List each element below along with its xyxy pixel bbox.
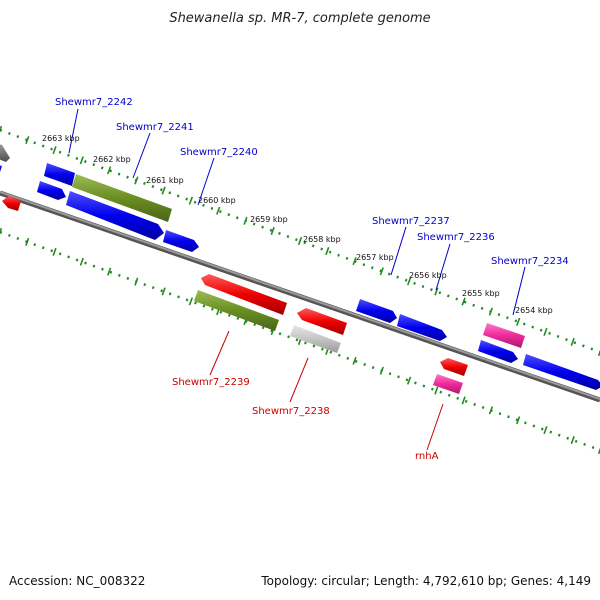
scale-tick	[434, 287, 439, 296]
gene-arrow-blue-3[interactable]	[478, 340, 518, 363]
scale-tick	[25, 136, 30, 145]
leader-2241	[132, 132, 151, 179]
scale-tick	[379, 267, 384, 276]
scale-label-2654: 2654 kbp	[515, 306, 553, 315]
gene-arrow-rnha[interactable]	[433, 374, 463, 394]
scale-ticks-upper	[0, 125, 600, 357]
gene-label-shewmr7-2240[interactable]: Shewmr7_2240	[180, 147, 258, 158]
scale-tick	[406, 376, 412, 385]
scale-tick	[461, 396, 466, 405]
gene-arrow-red-edge[interactable]	[2, 196, 21, 211]
scale-tick	[0, 125, 3, 133]
leader-rnha	[426, 403, 444, 451]
gene-arrow-edge-blue[interactable]	[0, 164, 2, 172]
scale-label-2660: 2660 kbp	[198, 196, 236, 205]
gene-arrow-shewmr7-2242[interactable]	[44, 163, 75, 186]
gene-arrow-shewmr7-2234[interactable]	[523, 354, 600, 390]
gene-arrow-red-rnha[interactable]	[440, 358, 468, 376]
scale-tick	[488, 406, 494, 415]
forward-strand-genes	[0, 143, 600, 390]
gene-label-shewmr7-2236[interactable]: Shewmr7_2236	[417, 232, 495, 243]
scale-tick	[106, 166, 112, 175]
scale-label-2658: 2658 kbp	[303, 235, 341, 244]
label-leaders	[68, 108, 526, 451]
scale-tick	[488, 307, 494, 316]
scale-tick	[134, 176, 139, 185]
scale-tick	[516, 317, 521, 326]
scale-tick	[570, 337, 575, 346]
gene-label-shewmr7-2242[interactable]: Shewmr7_2242	[55, 97, 133, 108]
leader-2242	[68, 108, 79, 154]
scale-tick	[216, 206, 221, 215]
scale-tick	[270, 226, 275, 235]
leader-2237	[390, 226, 407, 276]
scale-label-2655: 2655 kbp	[462, 289, 500, 298]
scale-tick	[106, 267, 112, 276]
reverse-strand-genes	[2, 196, 468, 394]
scale-tick	[297, 236, 303, 246]
gene-label-shewmr7-2241[interactable]: Shewmr7_2241	[116, 122, 194, 133]
gene-arrow-shewmr7-2239[interactable]	[194, 290, 279, 331]
scale-tick	[461, 297, 466, 306]
scale-tick	[161, 186, 166, 195]
gene-label-shewmr7-2237[interactable]: Shewmr7_2237	[372, 216, 450, 227]
scale-tick	[352, 257, 357, 266]
scale-tick	[52, 247, 57, 256]
scale-tick	[597, 349, 600, 357]
scale-tick	[543, 327, 548, 336]
scale-label-2659: 2659 kbp	[250, 215, 288, 224]
scale-line-lower	[0, 230, 600, 452]
map-title: Shewanella sp. MR-7, complete genome	[169, 11, 430, 26]
gene-arrow-blue-2[interactable]	[163, 230, 199, 252]
scale-tick	[379, 366, 384, 375]
scale-label-2661: 2661 kbp	[146, 176, 184, 185]
scale-label-2657: 2657 kbp	[356, 253, 394, 262]
genome-backbone-highlight	[0, 191, 600, 400]
gene-arrow-shewmr7-2236[interactable]	[397, 314, 447, 341]
scale-tick	[52, 146, 57, 155]
leader-2238	[289, 357, 309, 403]
scale-tick	[188, 297, 194, 306]
scale-tick	[434, 386, 439, 395]
scale-tick	[79, 257, 84, 266]
gene-label-shewmr7-2238[interactable]: Shewmr7_2238	[252, 406, 330, 417]
gene-arrow-pink[interactable]	[483, 323, 525, 348]
gene-arrow-red-2239[interactable]	[201, 274, 287, 315]
scale-tick	[188, 196, 194, 205]
gene-arrow-red-2238[interactable]	[297, 308, 347, 335]
gene-label-rnha[interactable]: rnhA	[415, 451, 439, 462]
gene-arrow-shewmr7-2241[interactable]	[72, 174, 172, 222]
leader-2234	[512, 266, 526, 316]
scale-tick	[0, 227, 3, 235]
scale-tick	[79, 156, 84, 165]
scale-label-2662: 2662 kbp	[93, 155, 131, 164]
gene-arrow-shewmr7-2238[interactable]	[290, 325, 341, 353]
leader-2239	[209, 330, 230, 376]
scale-tick	[243, 216, 248, 225]
scale-tick	[406, 277, 412, 286]
scale-tick	[543, 426, 548, 435]
gene-label-shewmr7-2234[interactable]: Shewmr7_2234	[491, 256, 569, 267]
gene-arrow-shewmr7-2237[interactable]	[356, 299, 397, 323]
gene-label-shewmr7-2239[interactable]: Shewmr7_2239	[172, 377, 250, 388]
gene-arrow-shewmr7-2240[interactable]	[66, 191, 164, 240]
scale-label-2656: 2656 kbp	[409, 271, 447, 280]
topology-text: Topology: circular; Length: 4,792,610 bp…	[260, 574, 591, 588]
scale-tick	[134, 277, 139, 286]
scale-tick	[597, 447, 600, 455]
scale-ticks-lower	[0, 227, 600, 455]
leader-2240	[197, 157, 215, 206]
scale-tick	[516, 416, 521, 425]
leader-2236	[435, 243, 451, 291]
gene-arrow-edge-top[interactable]	[0, 143, 10, 162]
accession-text: Accession: NC_008322	[9, 574, 145, 588]
gene-arrow-blue-small[interactable]	[37, 181, 66, 200]
scale-tick	[25, 237, 30, 246]
scale-label-2663: 2663 kbp	[42, 134, 80, 143]
scale-tick	[161, 287, 166, 296]
scale-tick	[325, 247, 330, 256]
scale-tick	[570, 436, 575, 445]
scale-tick	[352, 356, 357, 365]
